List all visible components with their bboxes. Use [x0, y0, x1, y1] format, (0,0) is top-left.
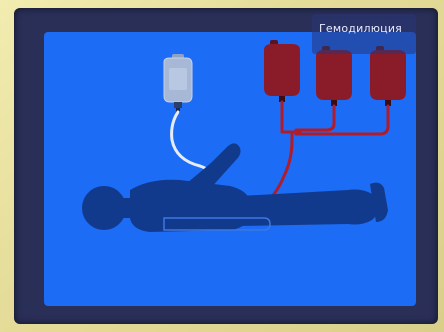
blood-bag-icon: [264, 40, 300, 102]
iv-drip-bag-icon: [164, 54, 192, 113]
blood-bag-icon: [370, 46, 406, 106]
caption-title: Гемодилюция: [319, 22, 402, 35]
blood-bag-icon: [316, 46, 352, 106]
